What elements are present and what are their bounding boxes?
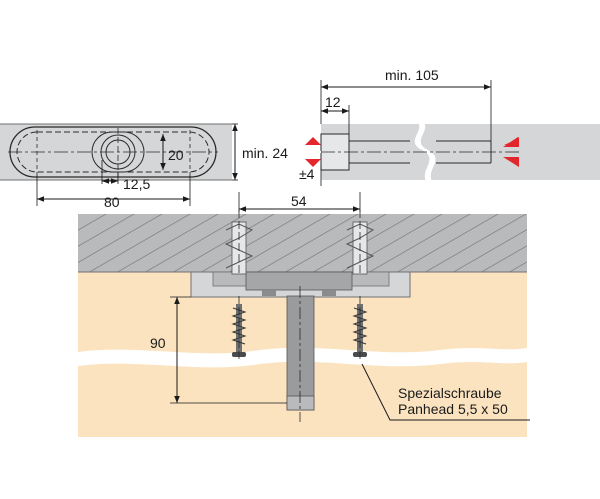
- dimension-12: 12: [320, 94, 350, 134]
- wall-plug-icon: [345, 210, 375, 276]
- dimension-min-105-label: min. 105: [385, 67, 439, 83]
- dimension-tolerance: ±4: [299, 166, 322, 186]
- double-arrow-icon: [305, 137, 321, 167]
- mounting-plate: [190, 271, 411, 298]
- dimension-80-label: 80: [104, 194, 120, 210]
- dimension-12-label: 12: [325, 94, 341, 110]
- plate-top-view: [0, 123, 232, 181]
- dimension-tolerance-label: ±4: [299, 166, 315, 182]
- dimension-54-label: 54: [291, 193, 307, 209]
- dimension-20: 20: [160, 134, 184, 170]
- screw-annotation-line1: Spezialschraube: [398, 385, 502, 401]
- dimension-12-5-label: 12,5: [123, 176, 150, 192]
- dimension-54: 54: [238, 192, 361, 212]
- screw-icon: [231, 296, 247, 362]
- dimension-80: 80: [36, 174, 191, 210]
- dimension-90: 90: [150, 296, 287, 404]
- dimension-20-label: 20: [168, 147, 184, 163]
- screw-annotation-line2: Panhead 5,5 x 50: [398, 401, 508, 417]
- dimension-min-24: min. 24: [232, 123, 288, 181]
- dimension-min-24-label: min. 24: [242, 145, 288, 161]
- break-line: [412, 118, 436, 186]
- wall-plug-icon: [224, 210, 254, 276]
- dimension-90-label: 90: [150, 335, 166, 351]
- bore-side-view: [320, 118, 600, 186]
- screw-icon: [352, 296, 368, 362]
- bolt: [286, 286, 315, 422]
- dimension-12-5: 12,5: [101, 160, 150, 192]
- annotation-leader: [361, 363, 530, 421]
- dimension-min-105: min. 105: [320, 67, 492, 141]
- double-arrow-icon: [503, 137, 519, 167]
- wall-section: [78, 214, 527, 272]
